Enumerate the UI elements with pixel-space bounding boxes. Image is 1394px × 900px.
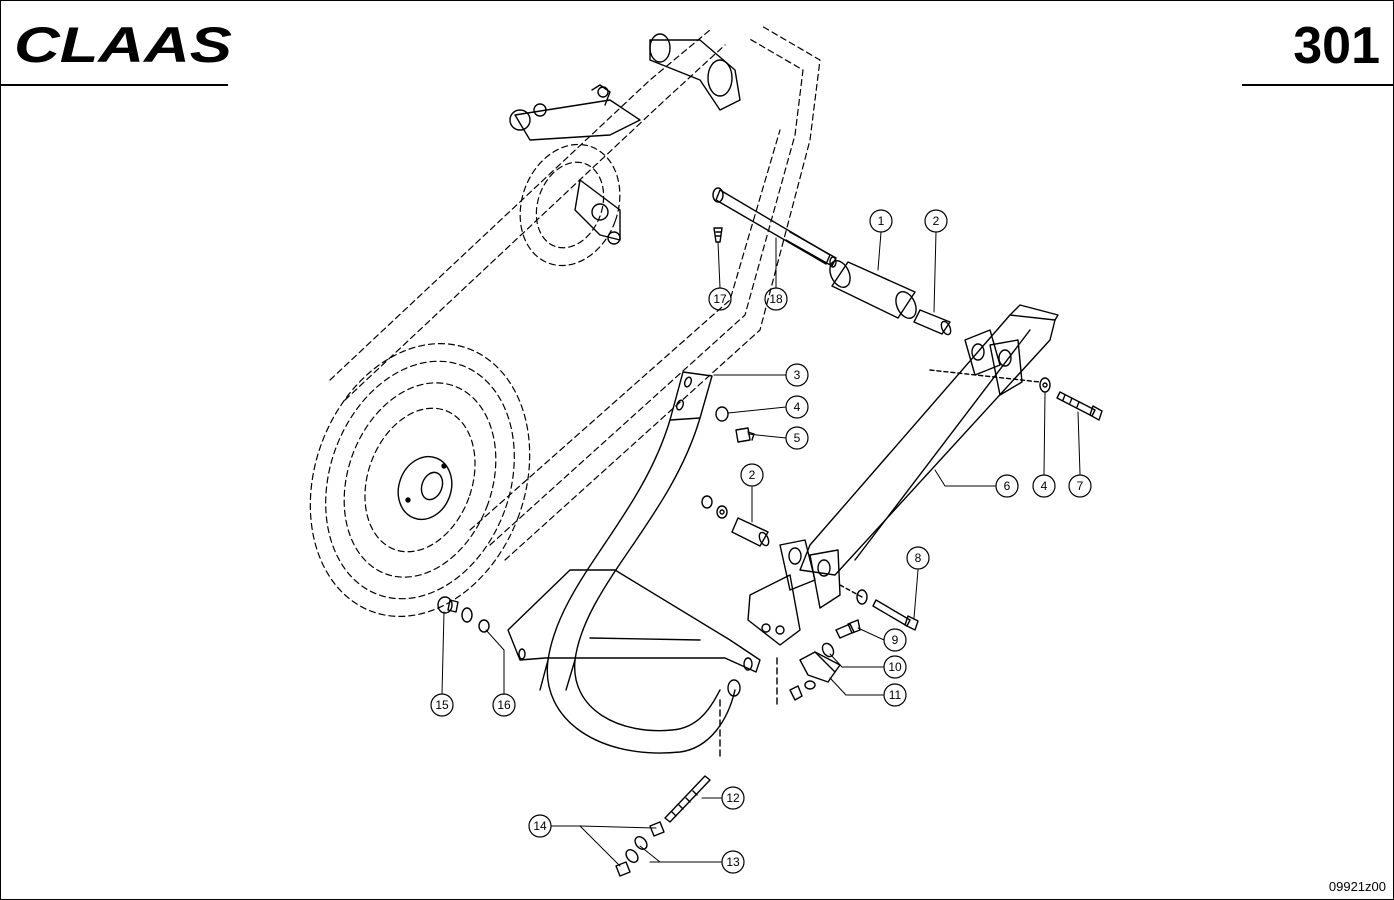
part-15-bolt <box>437 596 459 614</box>
tensioner-assembly <box>509 33 741 245</box>
callout-12: 12 <box>726 791 740 805</box>
callout-13: 13 <box>726 855 740 869</box>
page-number: 301 <box>1293 17 1380 75</box>
part-1-bushing <box>829 260 917 319</box>
callout-10: 10 <box>888 660 902 674</box>
part-3-guard-strap <box>507 371 761 761</box>
part-16-washer-nut <box>461 607 490 633</box>
callout-11: 11 <box>889 688 902 702</box>
callout-14: 14 <box>533 819 547 833</box>
drawing-id: 09921z00 <box>1328 879 1386 894</box>
header-rule-left <box>0 84 228 86</box>
part-4-washer-right <box>1039 377 1051 393</box>
part-6-arm <box>747 304 1059 646</box>
part-12-stud <box>664 775 711 823</box>
callout-16: 16 <box>497 698 511 712</box>
callout-7: 7 <box>1077 479 1084 493</box>
part-13-washers <box>625 836 648 863</box>
part-4-washer-left <box>715 406 729 422</box>
claas-logo: CLAAS <box>14 17 232 73</box>
callout-17: 17 <box>713 292 727 306</box>
part-7-bolt <box>1056 391 1103 421</box>
callout-9: 9 <box>892 633 899 647</box>
header-rule-right <box>1242 84 1394 86</box>
callout-4b: 4 <box>1041 479 1048 493</box>
callout-18: 18 <box>769 292 783 306</box>
callout-circles <box>430 209 1092 874</box>
part-8-bolt <box>839 584 919 631</box>
callout-3: 3 <box>794 368 801 382</box>
claas-logo-text: CLAAS <box>14 17 232 73</box>
callout-4: 4 <box>794 400 801 414</box>
callout-6: 6 <box>1004 479 1011 493</box>
part-5-screw <box>735 427 755 443</box>
callout-2: 2 <box>933 214 940 228</box>
part-17-screw <box>713 227 723 243</box>
part-2-sleeve-lower <box>701 495 770 547</box>
part-2-sleeve-upper <box>913 309 952 336</box>
callout-1: 1 <box>878 214 885 228</box>
part-18-pin <box>712 187 837 268</box>
callout-8: 8 <box>915 551 922 565</box>
part-9-bolt <box>835 619 861 639</box>
part-14-nuts <box>615 821 665 877</box>
callout-15: 15 <box>435 698 449 712</box>
leader-lines <box>441 231 1081 867</box>
callout-2b: 2 <box>749 468 756 482</box>
callout-5: 5 <box>794 431 801 445</box>
belt-drive-context <box>309 24 821 617</box>
pulley-hub <box>397 455 453 521</box>
